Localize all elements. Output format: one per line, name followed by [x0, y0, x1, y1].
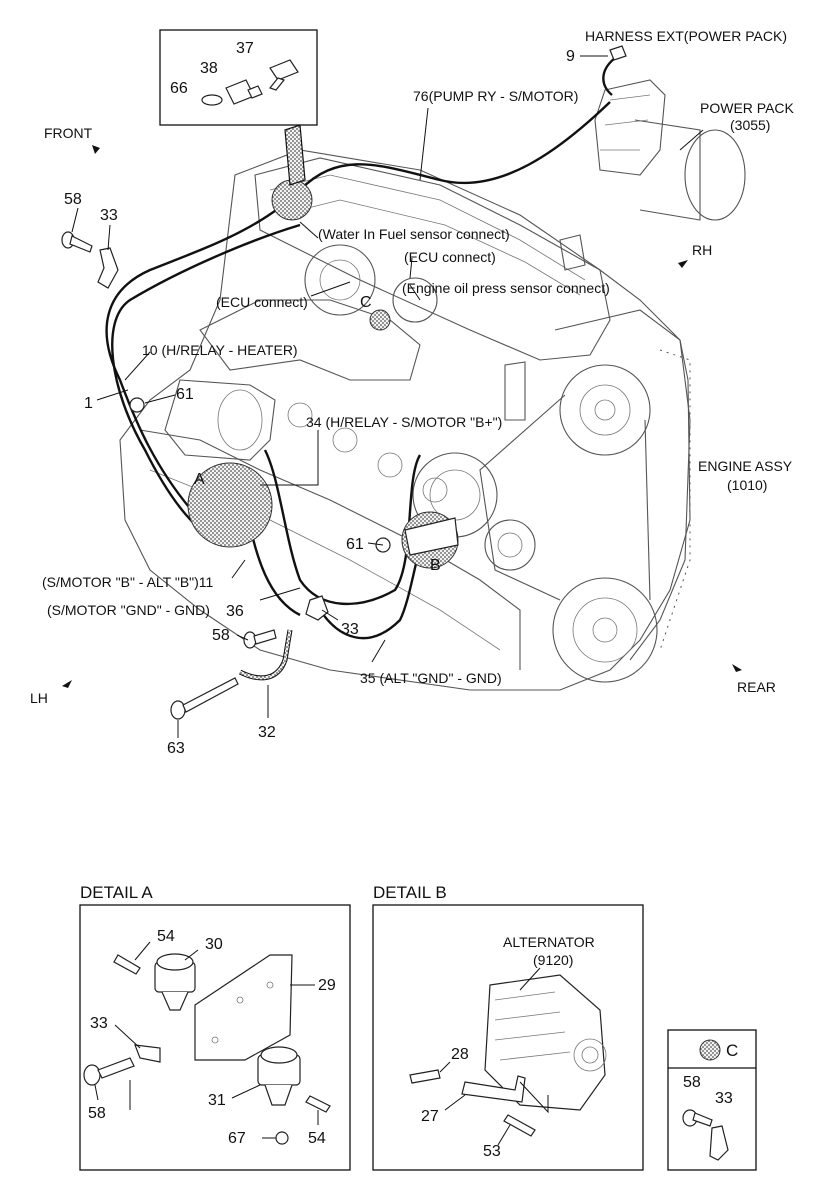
ecu-connect-label-1: (ECU connect) — [404, 249, 496, 265]
callout-63: 63 — [167, 740, 185, 757]
clamp-61-top — [129, 397, 145, 413]
harness-ext-label: HARNESS EXT(POWER PACK) — [585, 28, 787, 44]
detail-a-panel — [79, 904, 351, 1171]
detail-b-marker: B — [430, 557, 441, 574]
clip-33-mid — [305, 595, 329, 621]
callout-61-top: 61 — [176, 386, 194, 403]
callout-58-top: 58 — [64, 191, 82, 208]
bolt-58-top — [61, 231, 93, 253]
callout-34: 34 (H/RELAY - S/MOTOR "B+") — [306, 414, 502, 430]
detail-b-callout-53: 53 — [483, 1143, 501, 1160]
power-pack-code: (3055) — [730, 117, 770, 133]
part-9 — [609, 45, 627, 61]
detail-a-callout-33: 33 — [90, 1015, 108, 1032]
callout-10: 10 (H/RELAY - HEATER) — [142, 342, 298, 358]
detail-c-callout-58: 58 — [683, 1074, 701, 1091]
rear-label: REAR — [737, 679, 776, 695]
detail-c-title: C — [726, 1041, 738, 1060]
engine-assy-code: (1010) — [727, 477, 767, 493]
callout-35: 35 (ALT "GND" - GND) — [360, 670, 502, 686]
callout-36: 36 — [226, 603, 244, 620]
bolt-58-mid — [243, 629, 277, 649]
power-pack-label: POWER PACK — [700, 100, 795, 116]
detail-a-callout-30: 30 — [205, 936, 223, 953]
engine-assy-label: ENGINE ASSY — [698, 458, 793, 474]
detail-c-marker: C — [360, 294, 372, 311]
detail-b-panel — [372, 904, 644, 1171]
detail-a-callout-67: 67 — [228, 1130, 246, 1147]
detail-a-callout-58: 58 — [88, 1105, 106, 1122]
callout-leaders — [71, 55, 704, 738]
callout-33-top: 33 — [100, 207, 118, 224]
detail-a-marker: A — [194, 471, 205, 488]
water-fuel-label: (Water In Fuel sensor connect) — [318, 226, 510, 242]
callout-11: (S/MOTOR "B" - ALT "B")11 — [42, 574, 214, 590]
s-motor-gnd-label: (S/MOTOR "GND" - GND) — [47, 602, 210, 618]
rh-arrow-icon — [678, 260, 688, 268]
callout-61-mid: 61 — [346, 536, 364, 553]
detail-c-highlight — [369, 309, 391, 331]
engine-oil-label: (Engine oil press sensor connect) — [402, 280, 610, 296]
detail-b-callout-27: 27 — [421, 1108, 439, 1125]
callout-1: 1 — [84, 395, 93, 412]
callout-9: 9 — [566, 48, 575, 65]
lh-label: LH — [30, 690, 48, 706]
detail-a-callout-54-bottom: 54 — [308, 1130, 326, 1147]
detail-b-callout-28: 28 — [451, 1046, 469, 1063]
rear-arrow-icon — [732, 664, 742, 672]
detail-a-callout-54-top: 54 — [157, 928, 175, 945]
callout-32: 32 — [258, 724, 276, 741]
detail-a-title: DETAIL A — [80, 883, 153, 902]
callout-37: 37 — [236, 40, 254, 57]
bolt-63 — [170, 677, 239, 720]
alt-bracket — [404, 517, 459, 556]
detail-a-callout-29: 29 — [318, 977, 336, 994]
detail-b-title: DETAIL B — [373, 883, 447, 902]
rh-label: RH — [692, 242, 712, 258]
detail-c-panel — [667, 1029, 757, 1171]
alternator-code: (9120) — [533, 952, 573, 968]
detail-c-callout-33: 33 — [715, 1090, 733, 1107]
callout-38: 38 — [200, 60, 218, 77]
power-pack-drawing — [594, 79, 746, 221]
front-arrow-icon — [92, 145, 100, 154]
inset-sensor-detail — [159, 29, 318, 126]
callout-66: 66 — [170, 80, 188, 97]
detail-arrow — [284, 124, 306, 186]
callout-58-mid: 58 — [212, 627, 230, 644]
front-label: FRONT — [44, 125, 93, 141]
lh-arrow-icon — [62, 680, 72, 688]
sensor-highlight — [271, 179, 313, 221]
alternator-label: ALTERNATOR — [503, 934, 595, 950]
callout-76: 76(PUMP RY - S/MOTOR) — [413, 88, 578, 104]
clip-33-top — [97, 247, 119, 289]
engine-assembly-drawing — [119, 149, 691, 691]
detail-a-highlight — [187, 462, 273, 548]
detail-a-callout-31: 31 — [208, 1092, 226, 1109]
callout-33-mid: 33 — [341, 621, 359, 638]
ecu-connect-label-2: (ECU connect) — [216, 294, 308, 310]
